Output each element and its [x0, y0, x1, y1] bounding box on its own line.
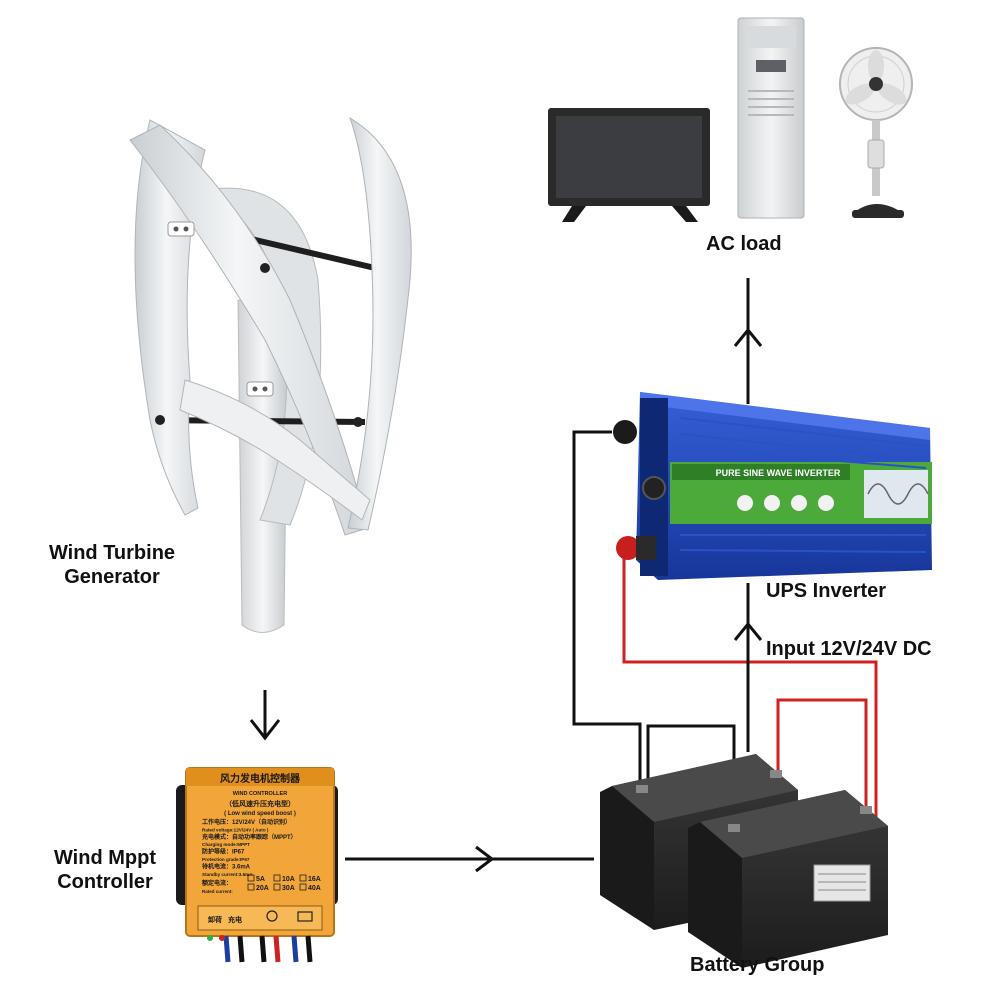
controller-terminal-icons [266, 910, 313, 922]
arrow-battery-to-inverter [733, 583, 763, 752]
tv-image [548, 108, 710, 222]
inverter-positive-terminal [616, 536, 640, 560]
positive-wire-bridge [776, 698, 868, 820]
controller-title-cn: 风力发电机控制器 [220, 772, 301, 785]
standing-fan-image [839, 47, 913, 218]
controller-spec-line: 待机电流：3.6mA [202, 862, 251, 870]
arrow-turbine-to-controller [249, 690, 281, 741]
controller-subtitle-cn: （低风速升压充电型） [225, 799, 295, 808]
controller-rated-current-cn: 额定电流： [202, 879, 232, 887]
flow-arrows [249, 278, 763, 873]
controller-option-label: 10A [282, 876, 295, 883]
controller-spec-line: Charging mode:MPPT [202, 842, 250, 847]
inverter-grille-lines [679, 417, 927, 553]
controller-spec-list: 工作电压：12V/24V（自动识别）Rated voltage:12V/24V … [202, 818, 297, 877]
negative-wire-inverter [572, 430, 642, 790]
ups-inverter-device: PURE SINE WAVE INVERTER [613, 392, 932, 580]
battery-2 [688, 790, 888, 968]
controller-bottom-label-2: 充电 [228, 915, 242, 924]
controller-option-label: 30A [282, 885, 295, 892]
controller-option-checkbox [299, 883, 307, 891]
label-battery-group: Battery Group [690, 954, 825, 976]
controller-bottom-label-1: 卸荷 [208, 915, 222, 924]
label-wind-turbine-generator: Wind Turbine Generator [48, 542, 176, 588]
controller-option-checkbox [273, 874, 281, 882]
controller-option-checkbox [299, 874, 307, 882]
wind-controller-device: 风力发电机控制器 WIND CONTROLLER （低风速升压充电型） ( Lo… [176, 767, 338, 963]
controller-option-label: 40A [308, 885, 321, 892]
controller-option-checkbox [273, 883, 281, 891]
controller-rated-current-en: Rated current: [202, 889, 233, 894]
label-ups-inverter: UPS Inverter [766, 580, 887, 602]
controller-subtitle-en: ( Low wind speed boost ) [224, 811, 296, 817]
label-wind-mppt-controller: Wind Mppt Controller [53, 847, 156, 893]
label-input-dc: Input 12V/24V DC [766, 638, 932, 660]
controller-spec-line: Rated voltage:12V/24V ( Auto ) [202, 827, 269, 832]
controller-title-en: WIND CONTROLLER [233, 791, 287, 797]
controller-spec-line: 充电模式：自动功率跟踪（MPPT） [202, 833, 297, 841]
controller-option-checkbox [247, 883, 255, 891]
controller-spec-line: 防护等级：IP67 [202, 848, 245, 856]
controller-option-checkbox [247, 874, 255, 882]
controller-spec-line: Standby current:3.6mA [202, 872, 253, 877]
arrow-inverter-to-ac-load [733, 278, 763, 404]
air-conditioner-image [737, 17, 805, 219]
controller-option-label: 16A [308, 876, 321, 883]
controller-option-label: 20A [256, 885, 269, 892]
controller-cables [207, 935, 313, 963]
controller-current-options: 5A 10A 16A 20A 30A 40A [247, 874, 321, 892]
label-ac-load: AC load [706, 233, 782, 255]
controller-spec-line: Protection grade:IP67 [202, 857, 250, 862]
wind-turbine-image [129, 116, 412, 633]
inverter-panel-title: PURE SINE WAVE INVERTER [716, 468, 841, 478]
inverter-panel-icons [737, 495, 834, 511]
arrow-controller-to-battery [345, 845, 594, 873]
controller-option-label: 5A [256, 876, 265, 883]
inverter-negative-terminal [613, 420, 637, 444]
controller-spec-line: 工作电压：12V/24V（自动识别） [202, 818, 291, 826]
